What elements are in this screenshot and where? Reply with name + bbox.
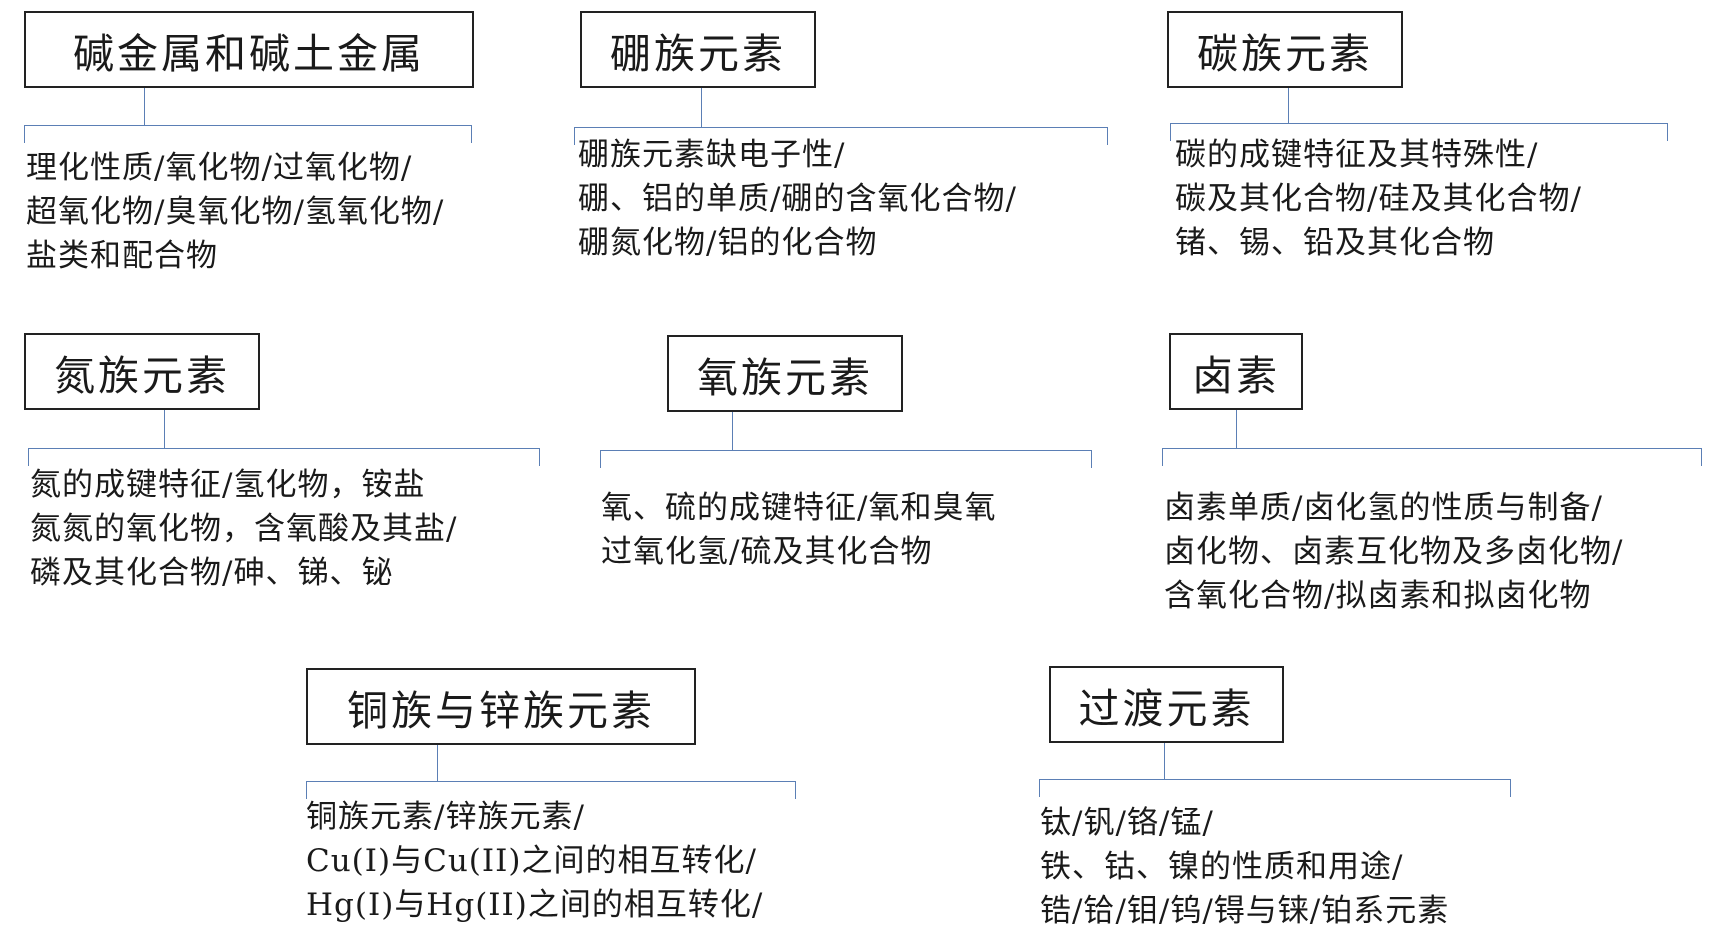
description-line: 碳的成键特征及其特殊性/ xyxy=(1175,137,1539,173)
connector-stem xyxy=(732,412,733,450)
description-line: 锗、锡、铅及其化合物 xyxy=(1175,225,1495,261)
node-title-copper-zinc: 铜族与锌族元素 xyxy=(306,668,696,745)
description-line: 卤素单质/卤化氢的性质与制备/ xyxy=(1164,490,1603,526)
description-line: 氮氮的氧化物，含氧酸及其盐/ xyxy=(30,511,458,547)
description-line: 硼族元素缺电子性/ xyxy=(578,137,846,173)
connector-bracket xyxy=(1039,779,1511,797)
connector-bracket xyxy=(574,127,1108,145)
description-line: 钛/钒/铬/锰/ xyxy=(1040,805,1214,841)
node-title-oxygen: 氧族元素 xyxy=(667,335,903,412)
connector-stem xyxy=(701,88,702,127)
description-line: 氧、硫的成键特征/氧和臭氧 xyxy=(601,490,997,526)
node-title-transition: 过渡元素 xyxy=(1049,666,1284,743)
connector-bracket xyxy=(24,125,472,143)
connector-stem xyxy=(144,88,145,125)
connector-stem xyxy=(437,745,438,781)
description-line: 锆/铪/钼/钨/锝与铼/铂系元素 xyxy=(1040,893,1450,929)
connector-stem xyxy=(1288,88,1289,123)
node-title-halogen: 卤素 xyxy=(1169,333,1303,410)
description-line: 氮的成键特征/氢化物，铵盐 xyxy=(30,467,426,503)
node-description-carbon: 碳的成键特征及其特殊性/ 碳及其化合物/硅及其化合物/ 锗、锡、铅及其化合物 xyxy=(1175,133,1582,265)
node-description-copper-zinc: 铜族元素/锌族元素/ Cu(I)与Cu(II)之间的相互转化/ Hg(I)与Hg… xyxy=(306,795,763,927)
description-line: 铁、钴、镍的性质和用途/ xyxy=(1040,849,1404,885)
node-description-nitrogen: 氮的成键特征/氢化物，铵盐 氮氮的氧化物，含氧酸及其盐/ 磷及其化合物/砷、锑、… xyxy=(30,463,457,595)
description-line: 含氧化合物/拟卤素和拟卤化物 xyxy=(1164,578,1592,614)
description-line: 硼氮化物/铝的化合物 xyxy=(578,225,878,261)
description-line: 过氧化氢/硫及其化合物 xyxy=(601,534,933,570)
connector-bracket xyxy=(28,448,540,466)
connector-stem xyxy=(164,410,165,448)
node-title-nitrogen: 氮族元素 xyxy=(24,333,260,410)
node-description-alkali-metals: 理化性质/氧化物/过氧化物/ 超氧化物/臭氧化物/氢氧化物/ 盐类和配合物 xyxy=(26,146,444,278)
description-line: Hg(I)与Hg(II)之间的相互转化/ xyxy=(306,887,764,923)
connector-bracket xyxy=(1170,123,1668,141)
node-description-oxygen: 氧、硫的成键特征/氧和臭氧 过氧化氢/硫及其化合物 xyxy=(601,486,996,574)
description-line: 卤化物、卤素互化物及多卤化物/ xyxy=(1164,534,1624,570)
node-title-alkali-metals: 碱金属和碱土金属 xyxy=(24,11,474,88)
description-line: 硼、铝的单质/硼的含氧化合物/ xyxy=(578,181,1017,217)
description-line: 理化性质/氧化物/过氧化物/ xyxy=(26,150,413,186)
connector-bracket xyxy=(600,450,1092,468)
description-line: 碳及其化合物/硅及其化合物/ xyxy=(1175,181,1582,217)
description-line: 铜族元素/锌族元素/ xyxy=(306,799,585,835)
connector-bracket xyxy=(306,781,796,799)
connector-stem xyxy=(1236,410,1237,448)
connector-stem xyxy=(1164,743,1165,779)
description-line: Cu(I)与Cu(II)之间的相互转化/ xyxy=(306,843,757,879)
description-line: 盐类和配合物 xyxy=(26,238,218,274)
node-title-boron: 硼族元素 xyxy=(580,11,816,88)
node-title-carbon: 碳族元素 xyxy=(1167,11,1403,88)
node-description-transition: 钛/钒/铬/锰/ 铁、钴、镍的性质和用途/ 锆/铪/钼/钨/锝与铼/铂系元素 xyxy=(1040,801,1449,933)
node-description-halogen: 卤素单质/卤化氢的性质与制备/ 卤化物、卤素互化物及多卤化物/ 含氧化合物/拟卤… xyxy=(1164,486,1623,618)
description-line: 超氧化物/臭氧化物/氢氧化物/ xyxy=(26,194,445,230)
connector-bracket xyxy=(1162,448,1702,466)
description-line: 磷及其化合物/砷、锑、铋 xyxy=(30,555,394,591)
node-description-boron: 硼族元素缺电子性/ 硼、铝的单质/硼的含氧化合物/ 硼氮化物/铝的化合物 xyxy=(578,133,1017,265)
